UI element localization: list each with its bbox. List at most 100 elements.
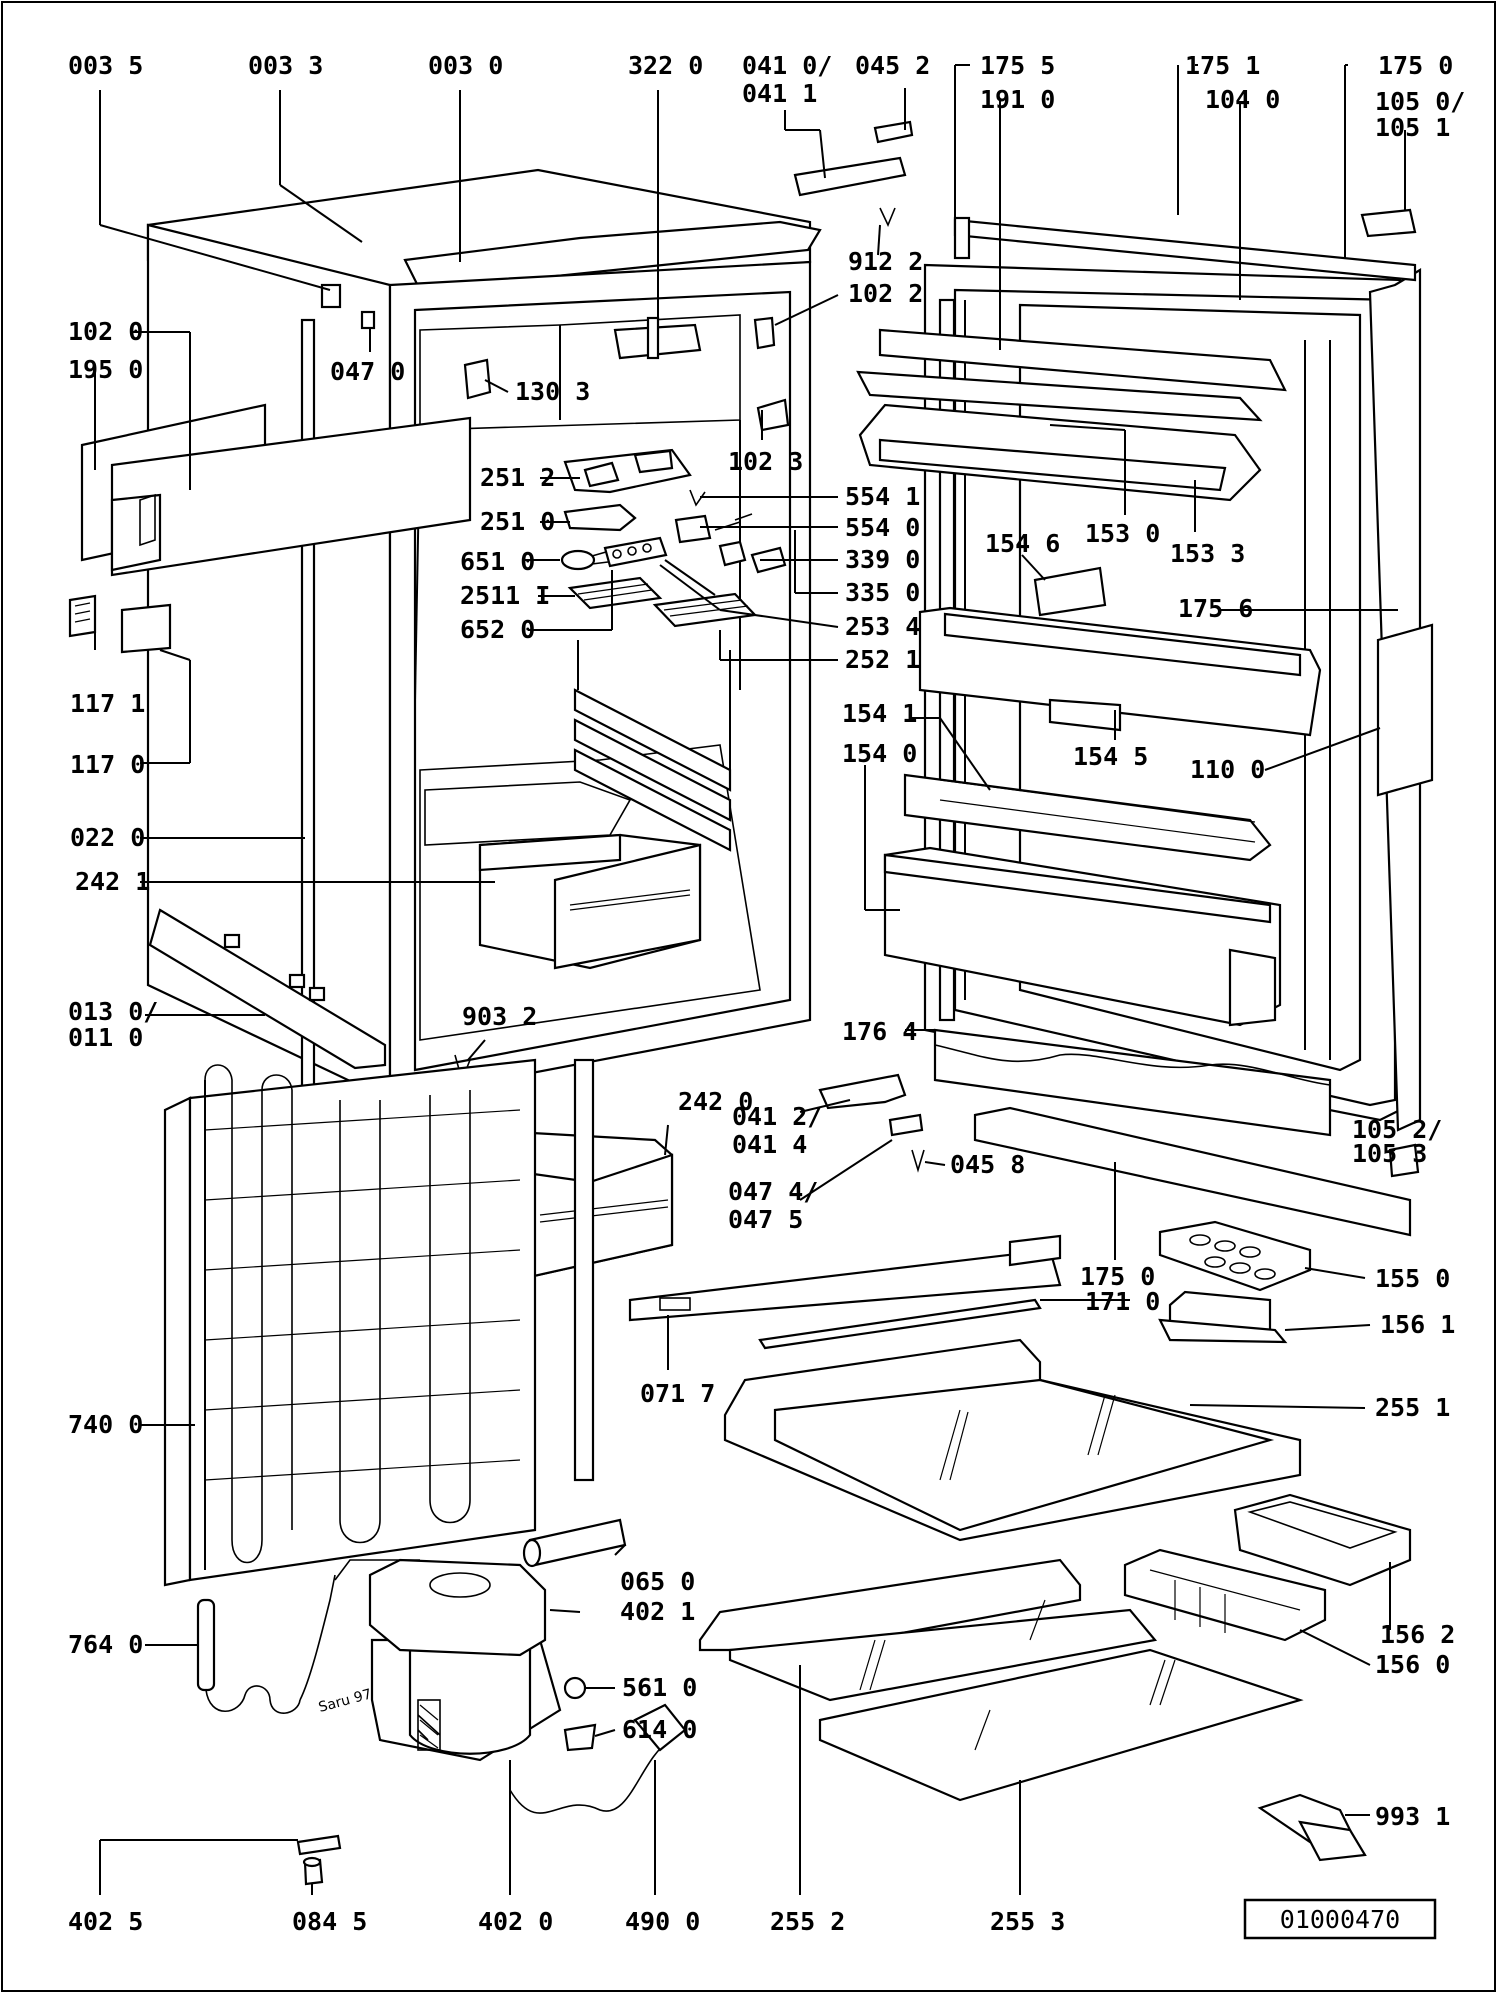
part-label: 614 0 bbox=[622, 1715, 697, 1744]
bottom-hinge bbox=[818, 1073, 925, 1173]
part-label: 156 2 bbox=[1380, 1620, 1455, 1649]
part-label: 253 4 bbox=[845, 612, 920, 641]
part-label: 013 0/ bbox=[68, 997, 158, 1026]
part-label: 003 3 bbox=[248, 51, 323, 80]
part-label: 154 6 bbox=[985, 529, 1060, 558]
part-label: 110 0 bbox=[1190, 755, 1265, 784]
cabinet bbox=[146, 168, 822, 1280]
part-label: 171 0 bbox=[1085, 1287, 1160, 1316]
part-label: 117 1 bbox=[70, 689, 145, 718]
part-label: 255 2 bbox=[770, 1907, 845, 1936]
part-label: 102 2 bbox=[848, 279, 923, 308]
dryer-coil bbox=[196, 1574, 336, 1714]
part-label: 993 1 bbox=[1375, 1802, 1450, 1831]
part-label: 154 0 bbox=[842, 739, 917, 768]
part-label: 003 5 bbox=[68, 51, 143, 80]
glass-shelf-upper bbox=[723, 1338, 1302, 1542]
part-label: 047 5 bbox=[728, 1205, 803, 1234]
part-label: 903 2 bbox=[462, 1002, 537, 1031]
part-label: 105 3 bbox=[1352, 1139, 1427, 1168]
part-label: 175 0 bbox=[1080, 1262, 1155, 1291]
small-box bbox=[1233, 1493, 1412, 1587]
part-label: 065 0 bbox=[620, 1567, 695, 1596]
part-label: 339 0 bbox=[845, 545, 920, 574]
part-label: 242 0 bbox=[678, 1087, 753, 1116]
top-hinge bbox=[753, 120, 914, 432]
part-label: 554 0 bbox=[845, 513, 920, 542]
part-label: 117 0 bbox=[70, 750, 145, 779]
part-label: 402 1 bbox=[620, 1597, 695, 1626]
ice-scraper bbox=[1257, 1793, 1367, 1862]
part-label: 105 2/ bbox=[1352, 1115, 1442, 1144]
part-label: 011 0 bbox=[68, 1023, 143, 1052]
cable-clip bbox=[563, 1723, 597, 1752]
part-label: 130 3 bbox=[515, 377, 590, 406]
hinge-caps bbox=[68, 594, 172, 654]
part-label: 252 1 bbox=[845, 645, 920, 674]
part-label: 175 6 bbox=[1178, 594, 1253, 623]
small-parts bbox=[296, 1834, 342, 1886]
vent-grille bbox=[80, 403, 472, 577]
glass-shelf-lower bbox=[698, 1558, 1304, 1802]
egg-tray bbox=[1158, 1220, 1312, 1292]
part-label: 255 1 bbox=[1375, 1393, 1450, 1422]
part-label: 102 3 bbox=[728, 447, 803, 476]
part-label: 335 0 bbox=[845, 578, 920, 607]
part-label: 195 0 bbox=[68, 355, 143, 384]
part-label: 251 0 bbox=[480, 507, 555, 536]
part-label: 154 1 bbox=[842, 699, 917, 728]
drawing-id-box bbox=[1243, 1898, 1437, 1940]
part-labels: 003 5 003 3 003 0 322 0 041 0/041 1 045 2 175 … bbox=[68, 51, 1465, 1936]
part-label: 105 1 bbox=[1375, 113, 1450, 142]
relay-bracket bbox=[334, 1558, 547, 1657]
part-label: 740 0 bbox=[68, 1410, 143, 1439]
part-label: 554 1 bbox=[845, 482, 920, 511]
butter-dish bbox=[1158, 1290, 1288, 1344]
part-label: 561 0 bbox=[622, 1673, 697, 1702]
part-label: 175 1 bbox=[1185, 51, 1260, 80]
part-label: 402 0 bbox=[478, 1907, 553, 1936]
part-label: 175 0 bbox=[1378, 51, 1453, 80]
grommet bbox=[563, 1676, 587, 1700]
ice-tray bbox=[1123, 1548, 1327, 1642]
part-label: 003 0 bbox=[428, 51, 503, 80]
part-label: 322 0 bbox=[628, 51, 703, 80]
shelf-trims bbox=[628, 1234, 1062, 1350]
part-label: 251 2 bbox=[480, 463, 555, 492]
part-label: 764 0 bbox=[68, 1630, 143, 1659]
door-trim bbox=[973, 1106, 1412, 1237]
part-label: 041 0/ bbox=[742, 51, 832, 80]
part-label: 022 0 bbox=[70, 823, 145, 852]
part-label: 176 4 bbox=[842, 1017, 917, 1046]
part-label: 153 0 bbox=[1085, 519, 1160, 548]
part-label: 652 0 bbox=[460, 615, 535, 644]
part-label: 154 5 bbox=[1073, 742, 1148, 771]
part-label: 2511 I bbox=[460, 581, 550, 610]
part-label: 175 5 bbox=[980, 51, 1055, 80]
part-label: 156 0 bbox=[1375, 1650, 1450, 1679]
filter-tube bbox=[522, 1518, 627, 1568]
door bbox=[856, 208, 1434, 1178]
kick-plate bbox=[148, 908, 387, 1070]
part-label: 102 0 bbox=[68, 317, 143, 346]
condenser bbox=[163, 1058, 595, 1587]
part-label: 156 1 bbox=[1380, 1310, 1455, 1339]
part-label: 155 0 bbox=[1375, 1264, 1450, 1293]
part-label: 490 0 bbox=[625, 1907, 700, 1936]
part-label: 047 4/ bbox=[728, 1177, 818, 1206]
part-label: 153 3 bbox=[1170, 539, 1245, 568]
part-label: 191 0 bbox=[980, 85, 1055, 114]
watermark-text: Saru 97 bbox=[317, 1686, 374, 1716]
part-label: 242 1 bbox=[75, 867, 150, 896]
part-label: 084 5 bbox=[292, 1907, 367, 1936]
leader-lines bbox=[94, 64, 1406, 1895]
drawing-id: 01000470 bbox=[1280, 1905, 1400, 1934]
part-label: 045 2 bbox=[855, 51, 930, 80]
part-label: 047 0 bbox=[330, 357, 405, 386]
part-label: 651 0 bbox=[460, 547, 535, 576]
part-label: 041 1 bbox=[742, 79, 817, 108]
part-label: 912 2 bbox=[848, 247, 923, 276]
